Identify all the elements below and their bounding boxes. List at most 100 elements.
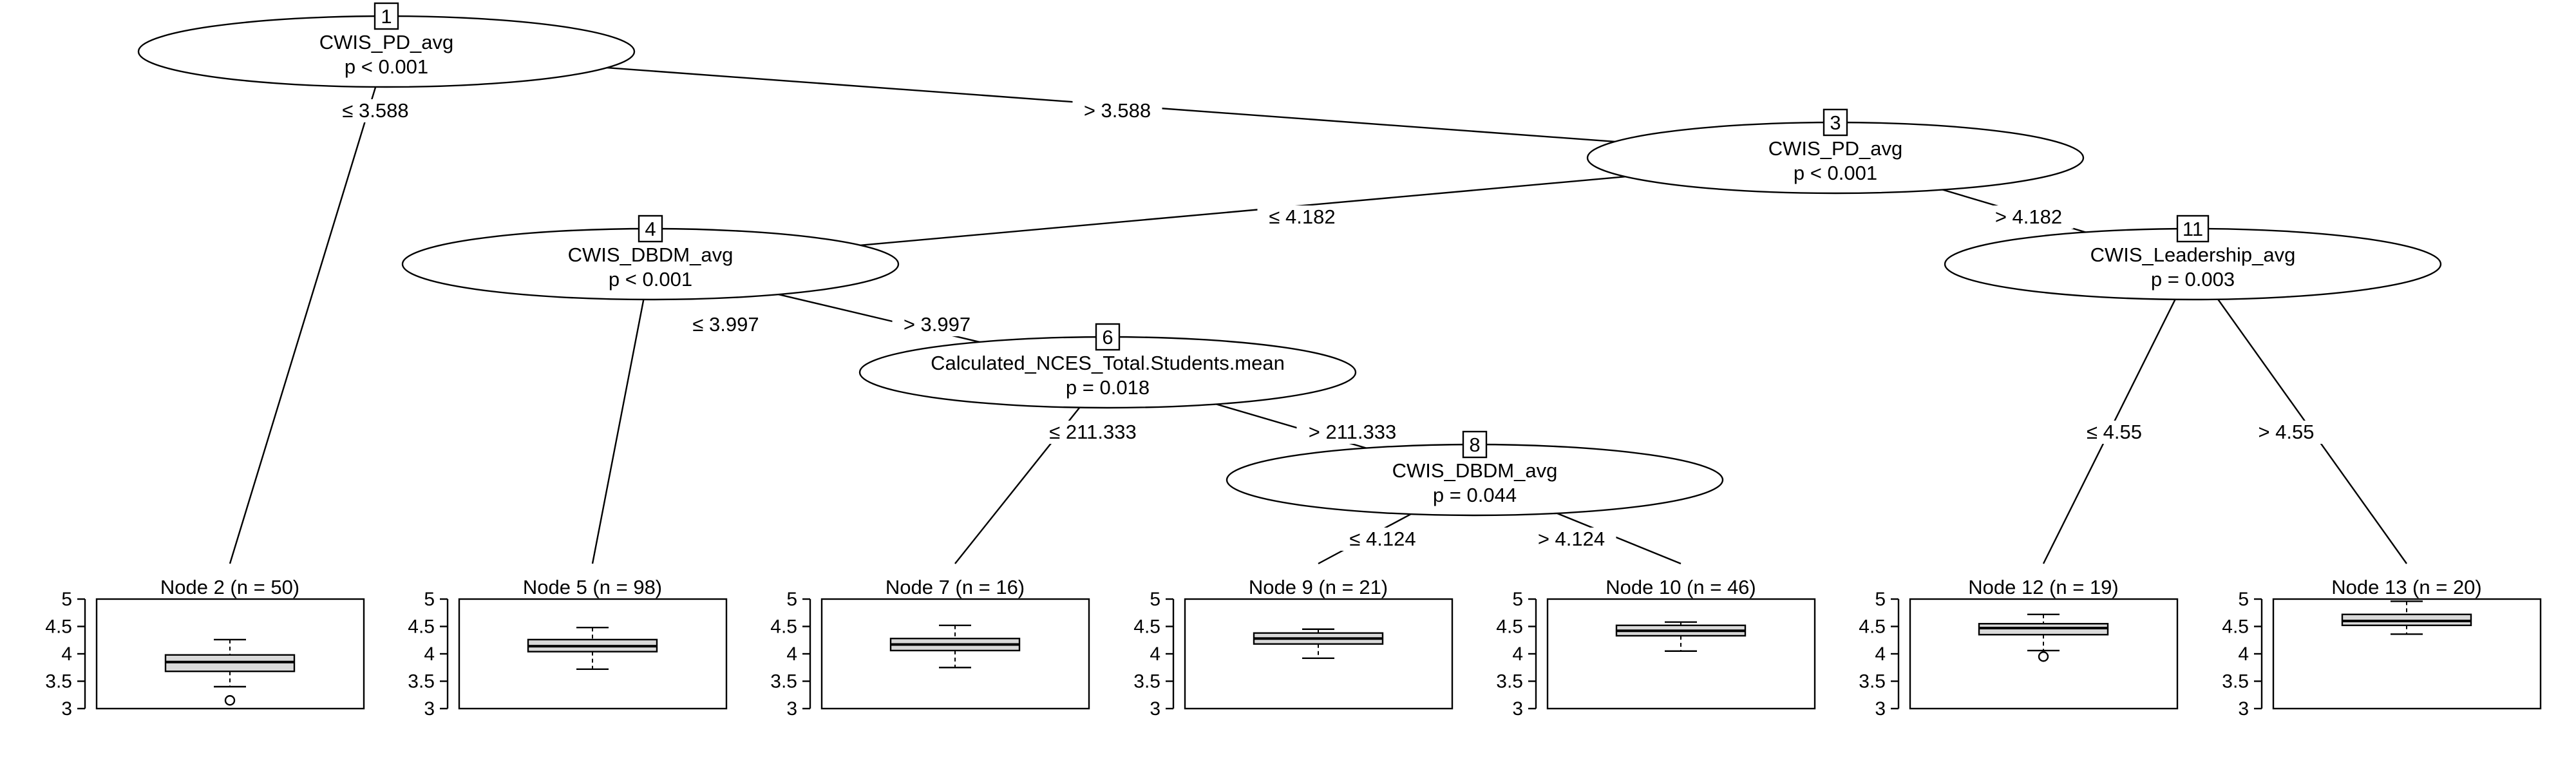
edge-label-bg [2247, 421, 2325, 444]
plot-frame [1546, 598, 1816, 710]
terminal-node-10: Node 10 (n = 46)54.543.53 [1496, 576, 1816, 720]
edge-label-bg [330, 99, 421, 122]
edge-4-5 [591, 263, 652, 564]
split-pvalue: p < 0.001 [345, 55, 428, 78]
edge-1-2 [229, 51, 388, 564]
plot-frame [820, 598, 1090, 710]
y-tick-label: 3 [1875, 698, 1886, 720]
edge-label-bg [681, 313, 771, 336]
y-tick-label: 3.5 [770, 671, 797, 692]
edge-label-bg [892, 313, 982, 336]
y-tick-label: 5 [786, 589, 797, 610]
plot-frame [95, 598, 365, 710]
plot-frame [2272, 598, 2542, 710]
split-pvalue: p = 0.018 [1066, 376, 1150, 399]
edge-label: > 211.333 [1309, 421, 1396, 443]
edge-label: ≤ 3.997 [692, 313, 759, 336]
y-tick-label: 3 [424, 698, 435, 720]
node-id: 3 [1830, 111, 1841, 134]
y-tick-label: 3.5 [408, 671, 435, 692]
node-id: 8 [1469, 434, 1480, 456]
terminal-node-5: Node 5 (n = 98) 5 4.5 4 3.5 3 [408, 576, 728, 720]
node-id: 4 [645, 218, 656, 240]
split-variable: CWIS_Leadership_avg [2090, 243, 2296, 266]
edge-label: > 4.182 [1995, 205, 2062, 228]
split-pvalue: p < 0.001 [1794, 162, 1877, 184]
plot-frame [1184, 598, 1454, 710]
split-pvalue: p = 0.044 [1433, 484, 1517, 506]
edge-label-bg [1072, 99, 1162, 122]
edge-label: ≤ 4.182 [1269, 205, 1335, 228]
edge-label-bg [1296, 421, 1408, 444]
y-tick-label: 4 [1512, 644, 1523, 665]
edge-label-bg [1526, 528, 1616, 551]
terminal-node-13: Node 13 (n = 20) 5 4.5 4 3.5 3 [2222, 576, 2542, 720]
edge-label: ≤ 211.333 [1049, 421, 1136, 443]
edge-label-bg [1037, 421, 1149, 444]
node-id-box [1462, 430, 1488, 459]
terminal-title: Node 2 (n = 50) [160, 576, 299, 598]
y-tick-label: 5 [424, 589, 435, 610]
y-tick-label: 5 [1512, 589, 1523, 610]
y-tick-label: 4.5 [770, 616, 797, 638]
split-variable: CWIS_PD_avg [319, 31, 453, 53]
y-tick-label: 4.5 [2222, 616, 2249, 638]
split-variable: CWIS_DBDM_avg [568, 243, 734, 266]
y-tick-label: 3 [61, 698, 72, 720]
edge-11-13 [2192, 263, 2407, 564]
terminal-title: Node 5 (n = 98) [523, 576, 662, 598]
edge-label-bg [1338, 528, 1428, 551]
terminal-node-12: Node 12 (n = 19)54.543.53 [1859, 576, 2179, 720]
y-tick-label: 3 [1512, 698, 1523, 720]
y-tick-label: 4 [424, 644, 435, 665]
y-tick-label: 5 [1150, 589, 1160, 610]
terminal-node-2: Node 2 (n = 50)54.543.53 [45, 576, 365, 720]
split-pvalue: p < 0.001 [609, 268, 692, 291]
y-tick-label: 4.5 [1133, 616, 1160, 638]
terminal-title: Node 9 (n = 21) [1249, 576, 1388, 598]
y-tick-label: 4 [2238, 644, 2249, 665]
split-variable: CWIS_DBDM_avg [1392, 459, 1558, 482]
edge-label: > 4.55 [2258, 421, 2314, 443]
edge-label-bg [1984, 205, 2074, 229]
terminal-node-7: Node 7 (n = 16)54.543.53 [770, 576, 1090, 720]
outlier-point [2038, 651, 2049, 662]
y-tick-label: 3.5 [2222, 671, 2249, 692]
y-tick-label: 4 [1150, 644, 1160, 665]
node-id-box [638, 215, 663, 243]
y-tick-label: 3 [2238, 698, 2249, 720]
edge-label-bg [2075, 421, 2154, 444]
edge-11-12 [2042, 263, 2194, 564]
edge-label: ≤ 4.55 [2087, 421, 2142, 443]
terminal-title: Node 7 (n = 16) [886, 576, 1025, 598]
edge-label: > 3.997 [904, 313, 971, 336]
y-tick-label: 3.5 [1133, 671, 1160, 692]
y-tick-label: 4 [786, 644, 797, 665]
y-tick-label: 5 [2238, 589, 2249, 610]
y-tick-label: 4 [61, 644, 72, 665]
terminal-title: Node 13 (n = 20) [2331, 576, 2482, 598]
split-variable: CWIS_PD_avg [1768, 137, 1902, 160]
edge-label: > 4.124 [1538, 528, 1605, 550]
plot-frame [458, 598, 728, 710]
edge-label: > 3.588 [1084, 99, 1151, 122]
y-tick-label: 4.5 [1859, 616, 1886, 638]
y-tick-label: 4.5 [408, 616, 435, 638]
node-id: 6 [1102, 326, 1113, 348]
y-tick-label: 5 [61, 589, 72, 610]
node-id-box [2176, 215, 2210, 243]
node-id-box [1095, 323, 1121, 351]
terminal-nodes-layer: Node 2 (n = 50) 5 4.5 4 3.5 3 Node 5 (n = 98) 5… [45, 576, 2542, 720]
edge-label: ≤ 3.588 [342, 99, 408, 122]
edge-label-bg [1257, 205, 1347, 229]
split-pvalue: p = 0.003 [2151, 268, 2235, 291]
terminal-node-9: Node 9 (n = 21)54.543.53 [1133, 576, 1454, 720]
plot-frame [1909, 598, 2179, 710]
